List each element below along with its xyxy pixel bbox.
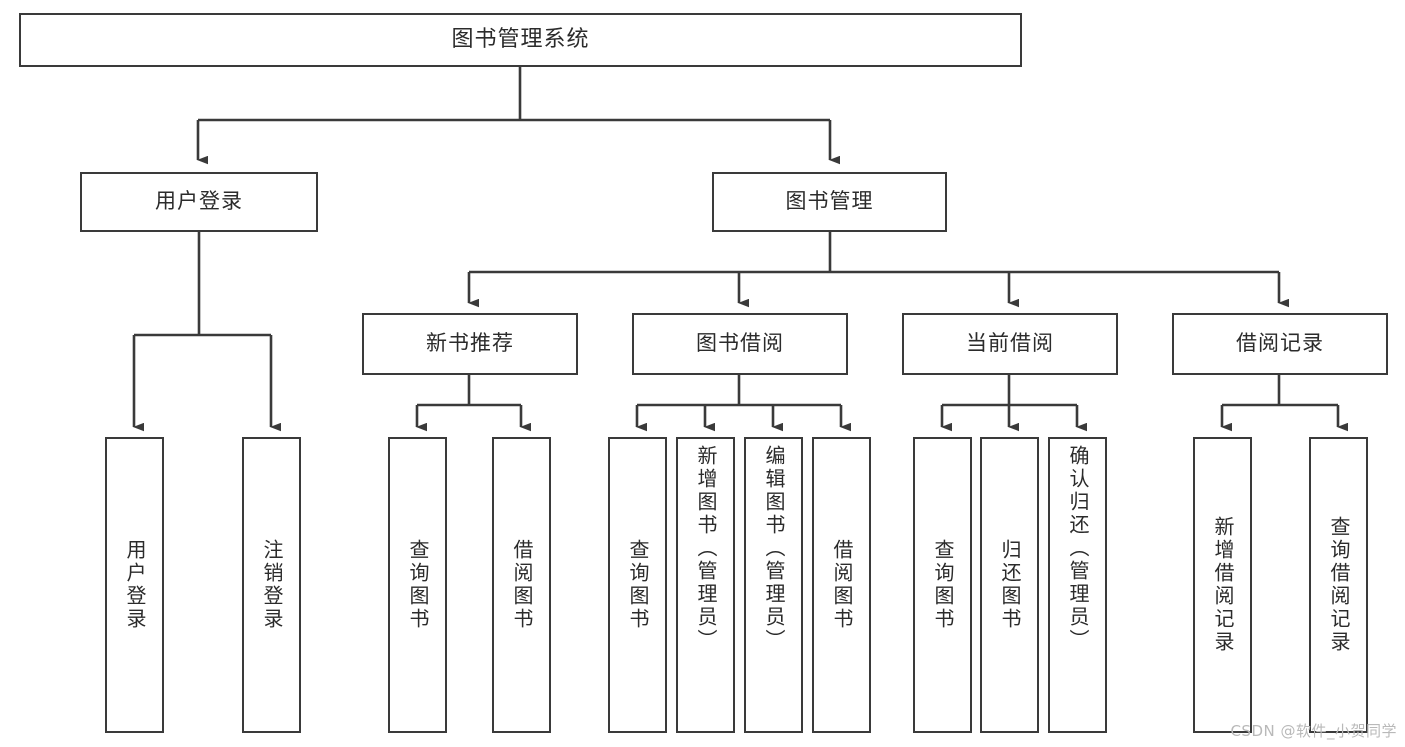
leaf-edit-book-admin[interactable]: 编辑图书（管理员） (744, 437, 803, 733)
node-user-login[interactable]: 用户登录 (80, 172, 318, 232)
leaf-borrow-book-recommend[interactable]: 借阅图书 (492, 437, 551, 733)
node-current-borrow[interactable]: 当前借阅 (902, 313, 1118, 375)
leaf-add-borrow-record[interactable]: 新增借阅记录 (1193, 437, 1252, 733)
leaf-query-borrow-record[interactable]: 查询借阅记录 (1309, 437, 1368, 733)
node-borrow-record[interactable]: 借阅记录 (1172, 313, 1388, 375)
leaf-confirm-return-admin[interactable]: 确认归还（管理员） (1048, 437, 1107, 733)
node-root-system[interactable]: 图书管理系统 (19, 13, 1022, 67)
leaf-query-book-current[interactable]: 查询图书 (913, 437, 972, 733)
node-book-management[interactable]: 图书管理 (712, 172, 947, 232)
leaf-user-login[interactable]: 用户登录 (105, 437, 164, 733)
leaf-add-book-admin[interactable]: 新增图书（管理员） (676, 437, 735, 733)
leaf-logout[interactable]: 注销登录 (242, 437, 301, 733)
leaf-query-book-borrow[interactable]: 查询图书 (608, 437, 667, 733)
node-new-book-recommend[interactable]: 新书推荐 (362, 313, 578, 375)
leaf-query-book-recommend[interactable]: 查询图书 (388, 437, 447, 733)
node-book-borrow[interactable]: 图书借阅 (632, 313, 848, 375)
csdn-watermark: CSDN @软件_小贺同学 (1230, 722, 1397, 740)
leaf-return-book[interactable]: 归还图书 (980, 437, 1039, 733)
leaf-borrow-book[interactable]: 借阅图书 (812, 437, 871, 733)
